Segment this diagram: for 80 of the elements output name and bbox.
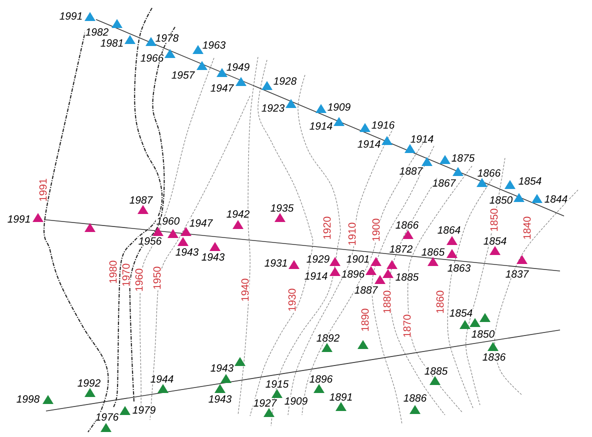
isochrone-label: 1940 — [240, 278, 250, 302]
isochrone-label: 1930 — [288, 288, 296, 312]
year-label: 1944 — [150, 374, 174, 384]
year-label: 1887 — [354, 286, 378, 294]
isochrone-label: 1920 — [322, 216, 332, 240]
year-label: 1942 — [226, 210, 250, 218]
isochrone-label: 1980 — [108, 260, 118, 284]
year-label: 1909 — [284, 396, 308, 406]
year-label: 1978 — [154, 34, 180, 42]
year-label: 1981 — [100, 38, 124, 48]
year-label: 1956 — [138, 236, 162, 246]
year-label: 1947 — [210, 84, 234, 92]
year-label: 1943 — [208, 394, 232, 404]
isochrone-label: 1970 — [122, 262, 130, 288]
year-label: 1992 — [76, 378, 102, 388]
year-label: 1957 — [170, 70, 196, 80]
year-label: 1854 — [482, 236, 508, 246]
year-label: 1854 — [518, 176, 542, 186]
isochrone-label: 1890 — [360, 308, 370, 332]
year-label: 1866 — [394, 220, 420, 230]
year-label: 1891 — [328, 392, 354, 402]
year-label: 1914 — [308, 122, 334, 130]
isochrone-label: 1850 — [490, 208, 498, 232]
year-label: 1896 — [340, 270, 366, 278]
year-label: 1886 — [402, 394, 428, 402]
year-label: 1866 — [476, 168, 502, 178]
year-label: 1872 — [388, 244, 414, 254]
year-label: 1927 — [252, 398, 278, 408]
year-label: 1864 — [436, 226, 462, 234]
isochrone-label: 1840 — [522, 216, 532, 240]
year-label: 1979 — [132, 406, 156, 414]
year-label: 1987 — [128, 196, 154, 204]
isochrone-label: 1880 — [382, 290, 392, 314]
year-label: 1909 — [326, 102, 352, 112]
year-label: 1887 — [398, 166, 424, 176]
year-label: 1892 — [316, 334, 340, 342]
isochrone-label: 1860 — [436, 290, 444, 314]
year-label: 1915 — [264, 380, 290, 388]
year-label: 1982 — [84, 28, 110, 36]
isochrone-label: 1870 — [402, 314, 412, 338]
year-label: 1991 — [6, 214, 32, 224]
year-label: 1850 — [488, 196, 514, 204]
year-label: 1976 — [94, 412, 120, 422]
year-label: 1963 — [202, 40, 226, 50]
year-label: 1901 — [346, 254, 370, 264]
year-label: 1991 — [58, 12, 84, 20]
year-label: 1885 — [394, 272, 420, 282]
year-label: 1850 — [470, 330, 496, 338]
year-label: 1836 — [482, 352, 506, 362]
year-label: 1916 — [370, 120, 396, 130]
year-label: 1966 — [140, 54, 164, 62]
year-label: 1935 — [270, 204, 294, 212]
year-label: 1914 — [304, 272, 328, 280]
year-label: 1885 — [424, 366, 448, 376]
year-label: 1943 — [174, 248, 200, 256]
isochrone-label: 1960 — [134, 268, 144, 292]
year-label: 1943 — [200, 252, 226, 262]
isochrone-label: 1950 — [152, 266, 162, 290]
year-label: 1844 — [544, 194, 568, 204]
year-label: 1960 — [156, 216, 180, 226]
year-label: 1923 — [260, 104, 286, 112]
year-label: 1863 — [446, 264, 472, 272]
year-label: 1896 — [308, 374, 334, 384]
year-label: 1931 — [264, 258, 288, 268]
year-label: 1998 — [16, 394, 40, 404]
isochrone-label: 1991 — [38, 178, 48, 202]
year-label: 1929 — [306, 254, 330, 264]
year-label: 1914 — [356, 140, 382, 148]
year-label: 1949 — [226, 62, 250, 72]
year-label: 1914 — [410, 134, 434, 144]
year-label: 1943 — [210, 364, 234, 372]
year-label: 1928 — [272, 76, 298, 86]
isochrone-label: 1900 — [372, 218, 380, 242]
year-label: 1947 — [188, 218, 214, 228]
year-label: 1867 — [432, 178, 456, 188]
year-label: 1875 — [450, 154, 476, 162]
isochrone-label: 1910 — [348, 222, 356, 246]
year-label: 1865 — [420, 248, 446, 256]
year-label: 1854 — [448, 308, 474, 318]
year-label: 1837 — [504, 270, 530, 278]
